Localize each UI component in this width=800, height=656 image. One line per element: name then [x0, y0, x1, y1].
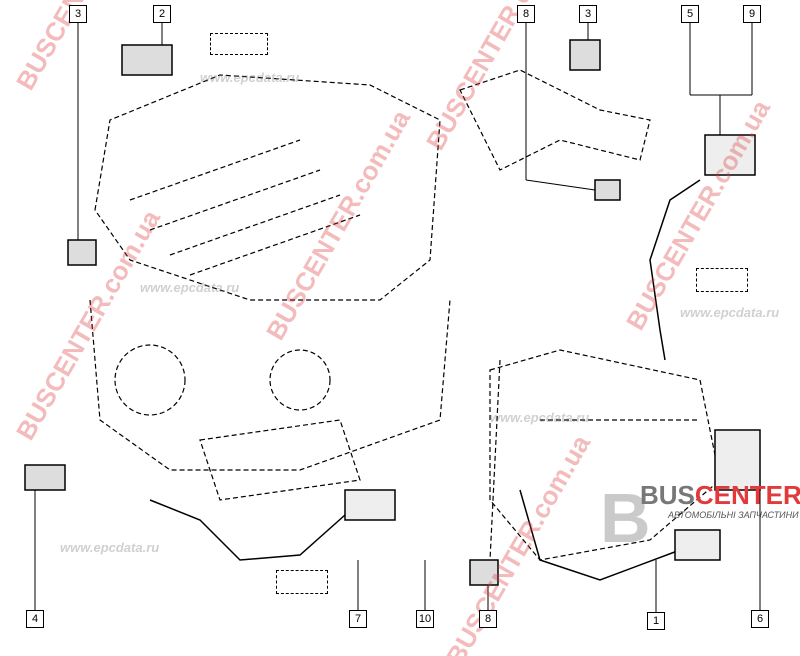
callout-8[interactable]: 8 — [479, 610, 497, 628]
watermark: www.epcdata.ru — [680, 305, 780, 320]
placeholder-box — [276, 570, 328, 594]
callout-9[interactable]: 9 — [743, 5, 761, 23]
callout-8[interactable]: 8 — [517, 5, 535, 23]
callout-4[interactable]: 4 — [26, 610, 44, 628]
watermark: www.epcdata.ru — [200, 70, 300, 85]
callout-10[interactable]: 10 — [416, 610, 434, 628]
placeholder-box — [696, 268, 748, 292]
watermark: www.epcdata.ru — [140, 280, 240, 295]
callout-2[interactable]: 2 — [153, 5, 171, 23]
callout-3-hidden: 3 — [0, 0, 1, 1]
callout-5[interactable]: 5 — [681, 5, 699, 23]
callout-3[interactable]: 3 — [69, 5, 87, 23]
callout-1[interactable]: 1 — [647, 612, 665, 630]
logo-letter: B — [600, 479, 651, 557]
watermark: www.epcdata.ru — [60, 540, 160, 555]
logo-bus: BUS — [640, 480, 695, 510]
placeholder-box — [210, 33, 268, 55]
logo-subtitle: АВТОМОБІЛЬНІ ЗАПЧАСТИНИ — [668, 510, 799, 520]
logo-center: CENTER — [694, 480, 800, 510]
callout-3[interactable]: 3 — [579, 5, 597, 23]
watermark: www.epcdata.ru — [490, 410, 590, 425]
logo-text: BUSCENTER — [640, 480, 800, 511]
callout-7[interactable]: 7 — [349, 610, 367, 628]
callout-6[interactable]: 6 — [751, 610, 769, 628]
